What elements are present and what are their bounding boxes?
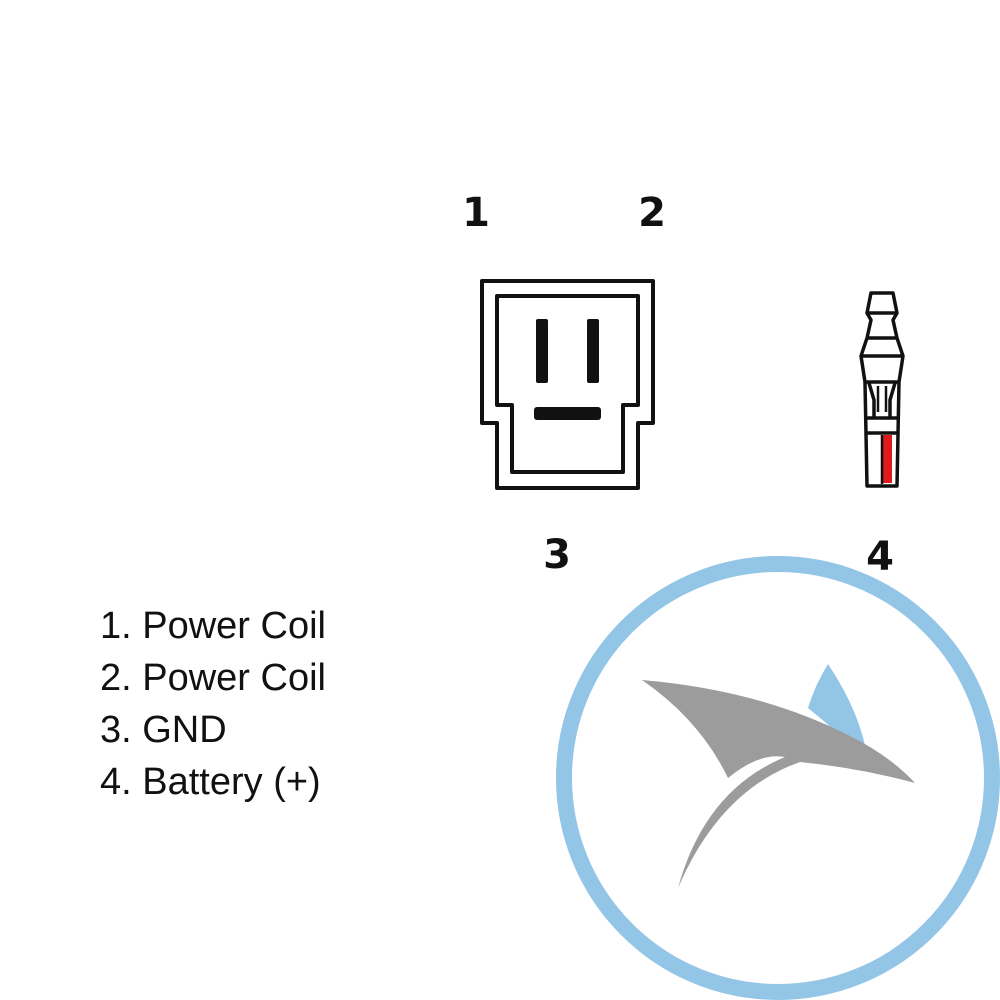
terminal-red-wire xyxy=(882,435,892,483)
logo-bird-gray xyxy=(642,680,915,888)
connector-slots xyxy=(534,319,601,420)
terminal-body xyxy=(859,291,905,488)
slot-pin-2 xyxy=(587,319,599,383)
brand-logo xyxy=(556,556,1000,1000)
slot-pin-3 xyxy=(534,407,601,420)
connector-housing xyxy=(480,279,655,490)
pin-label-1: 1 xyxy=(462,190,490,236)
housing-outer-outline xyxy=(480,279,655,490)
slot-pin-1 xyxy=(536,319,548,383)
legend-item-3: 3. GND xyxy=(100,709,227,751)
bullet-terminal xyxy=(859,291,905,488)
housing-inner-outline xyxy=(495,294,640,474)
legend-item-1: 1. Power Coil xyxy=(100,605,326,647)
legend-item-4: 4. Battery (+) xyxy=(100,761,321,803)
terminal-crimp xyxy=(867,382,897,418)
pin-label-2: 2 xyxy=(638,190,666,236)
logo-ring xyxy=(556,556,1000,1000)
legend-item-2: 2. Power Coil xyxy=(100,657,326,699)
pin-label-3: 3 xyxy=(543,532,571,578)
terminal-ferrule xyxy=(867,416,897,435)
terminal-bands xyxy=(861,311,903,384)
pin-label-4: 4 xyxy=(866,534,894,580)
logo-wing-blue xyxy=(808,664,868,762)
pin-legend: 1. Power Coil 2. Power Coil 3. GND 4. Ba… xyxy=(100,600,326,808)
